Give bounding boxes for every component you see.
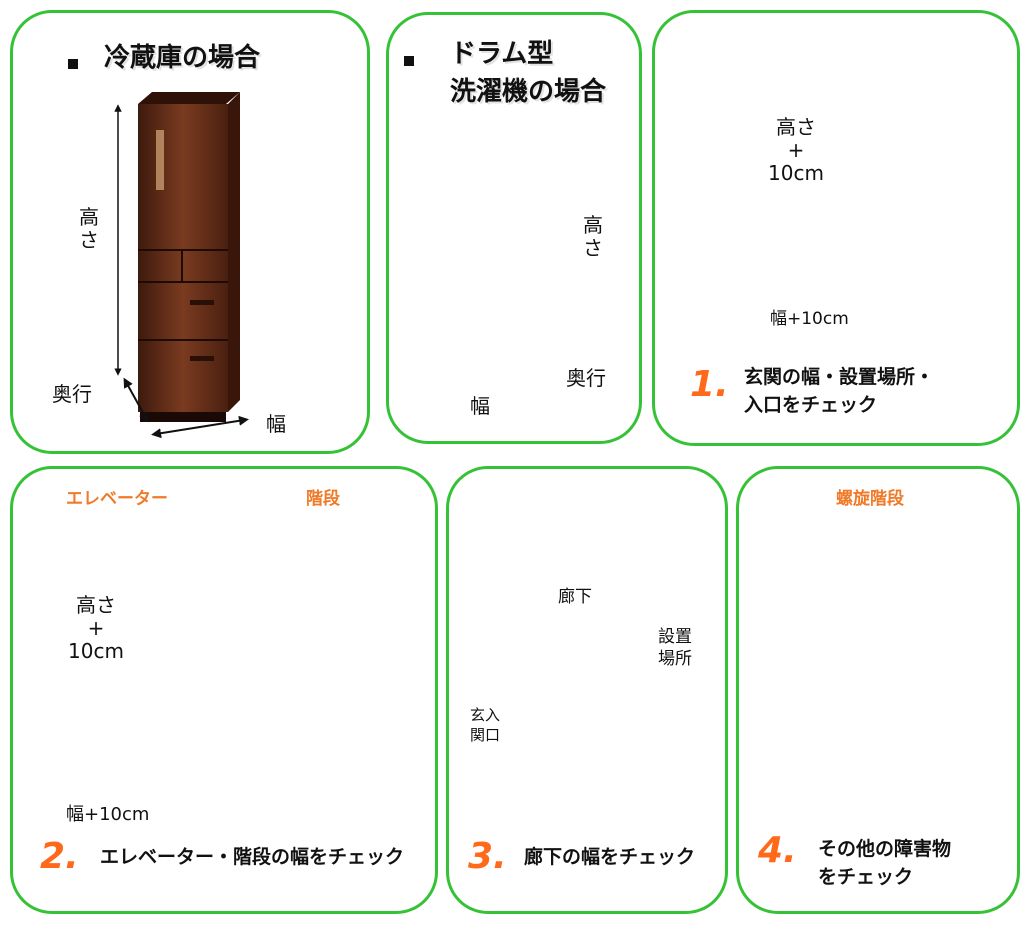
step-number-2: 2. [40, 836, 79, 877]
washer-width-label: 幅 [470, 394, 490, 418]
elevator-stairs-caption: エレベーター・階段の幅をチェック [100, 846, 405, 868]
panel-hallway [446, 466, 728, 914]
fridge-depth-label: 奥行 [52, 382, 92, 406]
hallway-caption: 廊下の幅をチェック [524, 846, 696, 868]
panel-elevator-stairs [10, 466, 438, 914]
elevator-height-label: 高さ + 10cm [68, 593, 124, 663]
washer-title-line2: 洗濯機の場合 [450, 77, 607, 107]
elevator-title: エレベーター [66, 489, 168, 509]
bullet-square-icon [404, 56, 414, 66]
hallway-label: 廊下 [558, 587, 592, 607]
fridge-width-label: 幅 [266, 412, 286, 436]
entrance-label: 玄入 関口 [470, 706, 501, 744]
fridge-body [138, 92, 240, 422]
panel-entrance [652, 10, 1020, 446]
step-number-3: 3. [468, 836, 507, 877]
washer-title-line1: ドラム型 [450, 39, 554, 69]
step-number-1: 1. [690, 364, 729, 405]
spiral-title: 螺旋階段 [836, 489, 904, 509]
fridge-title: 冷蔵庫の場合 [104, 43, 261, 73]
panel-spiral [736, 466, 1020, 914]
stairs-title: 階段 [306, 489, 340, 509]
entrance-height-label: 高さ + 10cm [768, 115, 824, 185]
install-place-label: 設置 場所 [658, 627, 692, 670]
elevator-width-label: 幅+10cm [66, 804, 150, 825]
washer-height-label: 高 さ [583, 213, 603, 260]
washer-depth-label: 奥行 [566, 366, 606, 390]
entrance-caption: 玄関の幅・設置場所・ 入口をチェック [744, 366, 935, 416]
spiral-caption: その他の障害物 をチェック [818, 838, 952, 888]
panel-washer [386, 12, 642, 444]
fridge-height-label: 高 さ [79, 205, 99, 252]
bullet-square-icon [68, 59, 78, 69]
step-number-4: 4. [758, 830, 797, 871]
entrance-width-label: 幅+10cm [770, 309, 849, 329]
